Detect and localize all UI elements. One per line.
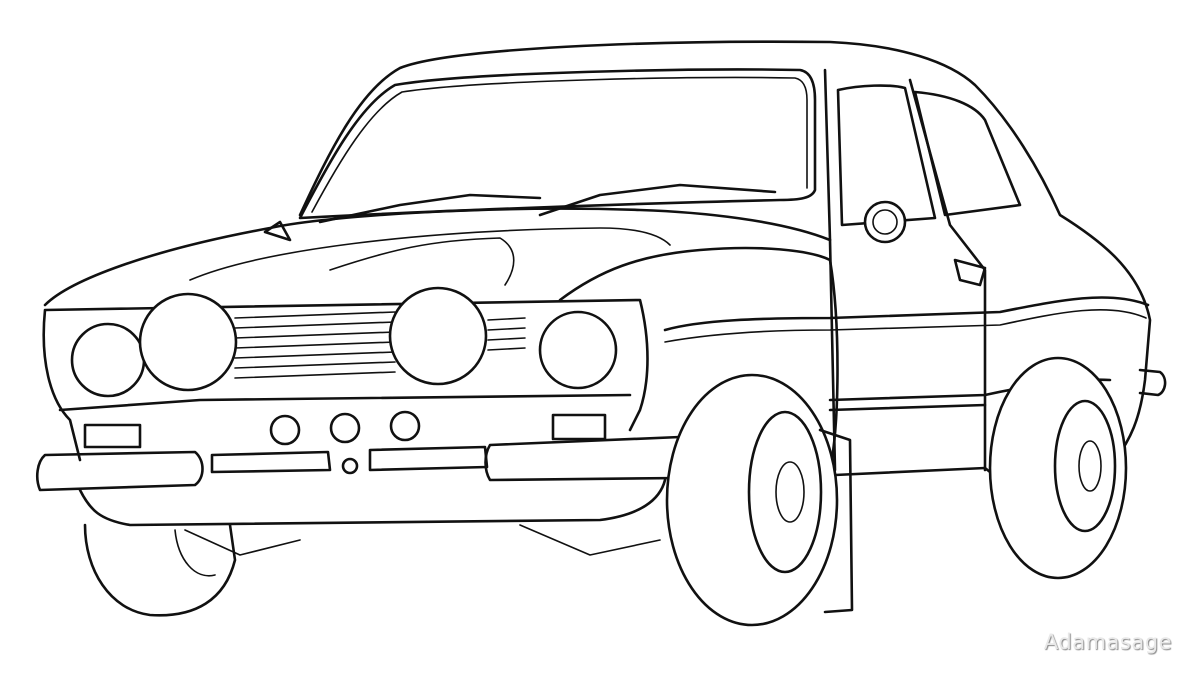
fog-lamp-left [138, 292, 238, 392]
hub-front-left [174, 529, 216, 577]
valance [78, 478, 667, 527]
sill [833, 466, 1002, 482]
hood-line [329, 237, 515, 286]
indicator-left [83, 423, 142, 449]
door-frame [823, 68, 987, 472]
rim-rear [1053, 399, 1117, 533]
front-panel [42, 298, 649, 462]
side-stripe [663, 296, 1150, 332]
fender-right [558, 246, 839, 472]
fog-lamp-right [388, 286, 488, 386]
hub-front-right [775, 461, 805, 523]
roof-outline [298, 40, 1152, 462]
rim-front-right [747, 410, 823, 574]
door-handle [953, 258, 987, 287]
front-panel-lower [58, 393, 632, 412]
side-mirror-inner [872, 209, 898, 235]
washer-nozzle [263, 220, 292, 242]
mudflap [818, 428, 854, 614]
rear-side-window [913, 90, 1022, 217]
wheel-front-right [665, 373, 839, 627]
bumper-holes [269, 410, 421, 475]
exhaust [1138, 368, 1167, 397]
windshield-inner [311, 76, 808, 213]
side-mirror [863, 200, 907, 244]
wheel-front-left [83, 523, 237, 617]
headlight-left [70, 322, 146, 398]
hood-crease [189, 227, 671, 281]
indicator-right [551, 413, 607, 441]
headlight-right [538, 310, 618, 390]
underbody [184, 524, 661, 556]
windshield [298, 68, 817, 220]
bumper-right [484, 435, 690, 482]
hub-rear [1078, 440, 1102, 492]
front-door-window [836, 84, 937, 227]
wiper-left [318, 193, 542, 224]
side-stripe-2 [664, 308, 1147, 343]
grille [234, 311, 526, 379]
bumper-left [35, 450, 204, 492]
watermark: Adamasage [1043, 630, 1172, 654]
wiper-right [538, 183, 777, 217]
wheel-rear [988, 356, 1128, 580]
